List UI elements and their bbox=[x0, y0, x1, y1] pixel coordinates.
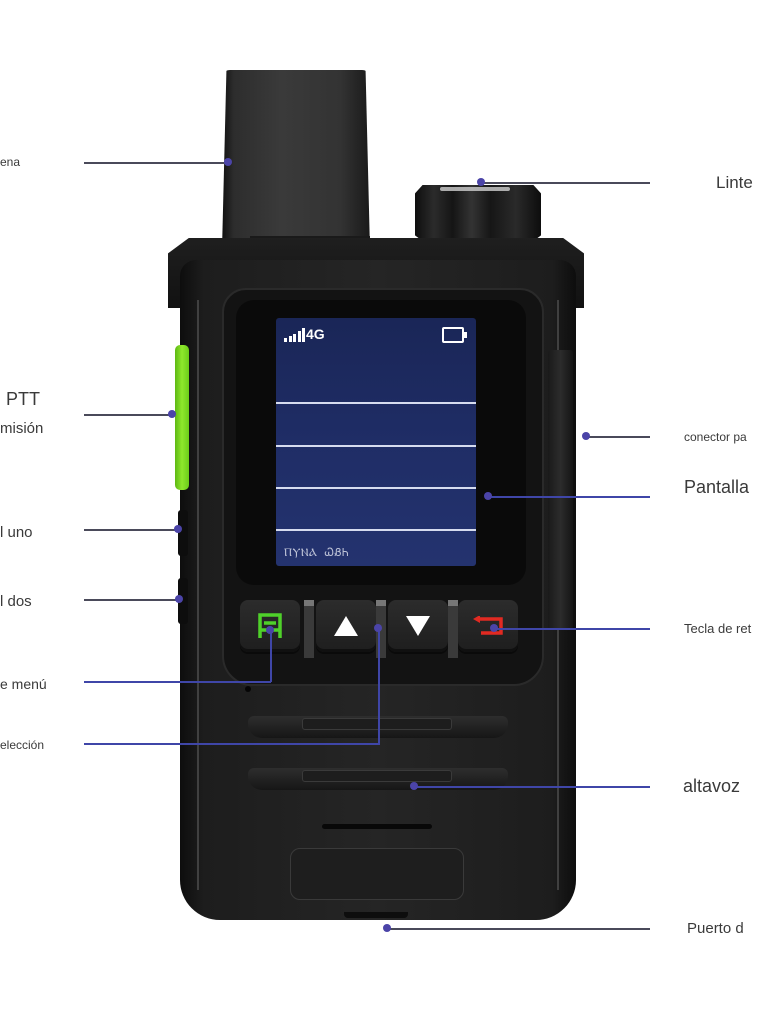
label-return-key: Tecla de ret bbox=[684, 621, 752, 636]
speaker-slot bbox=[322, 824, 432, 829]
screen-divider bbox=[276, 445, 476, 447]
back-key bbox=[458, 600, 518, 652]
up-key bbox=[316, 600, 376, 652]
leader-connector bbox=[586, 436, 650, 438]
label-ptt-title: PTT bbox=[6, 389, 40, 409]
leader-port bbox=[387, 928, 650, 930]
return-icon bbox=[473, 616, 503, 635]
network-type: 4G bbox=[306, 326, 325, 342]
label-select-keys: elección bbox=[0, 738, 45, 752]
label-ptt-sub: misión bbox=[0, 420, 44, 437]
screen-divider bbox=[276, 529, 476, 531]
label-side-key-1: l uno bbox=[0, 524, 33, 541]
leader-select-keys-vertical bbox=[378, 628, 380, 744]
accessory-connector bbox=[548, 350, 573, 630]
ptt-button bbox=[175, 345, 189, 490]
label-menu-key: e menú bbox=[0, 676, 47, 692]
flashlight-knob bbox=[415, 185, 541, 241]
leader-side-key-1 bbox=[84, 529, 178, 531]
leader-dot bbox=[175, 595, 183, 603]
side-key-1 bbox=[178, 510, 188, 556]
triangle-down-icon bbox=[406, 616, 430, 636]
microphone-hole bbox=[245, 686, 251, 692]
leader-flashlight bbox=[482, 182, 650, 184]
label-port: Puerto d bbox=[687, 920, 744, 937]
leader-ptt bbox=[84, 414, 172, 416]
leader-side-key-2 bbox=[84, 599, 179, 601]
label-antenna: ena bbox=[0, 155, 21, 169]
label-connector: conector pa bbox=[684, 430, 747, 444]
key-separator bbox=[448, 600, 458, 658]
speaker-grille-inset bbox=[302, 770, 452, 782]
speaker-grille-inset bbox=[302, 718, 452, 730]
leader-antenna bbox=[84, 162, 228, 164]
leader-dot bbox=[490, 624, 498, 632]
bottom-panel bbox=[290, 848, 464, 900]
leader-speaker bbox=[414, 786, 650, 788]
leader-menu-key bbox=[84, 681, 271, 683]
antenna bbox=[222, 70, 370, 250]
side-key-2 bbox=[178, 578, 188, 624]
display-screen: 4G ⲠⲨⲚⲀ ᏇᏰᏂ bbox=[276, 318, 476, 566]
battery-icon bbox=[442, 327, 467, 343]
label-display: Pantalla bbox=[684, 477, 750, 497]
key-separator bbox=[304, 600, 314, 658]
down-key bbox=[388, 600, 448, 652]
body-rail-left bbox=[197, 300, 199, 890]
signal-icon bbox=[284, 328, 305, 342]
label-side-key-2: l dos bbox=[0, 593, 32, 610]
leader-dot bbox=[168, 410, 176, 418]
leader-dot bbox=[477, 178, 485, 186]
leader-dot bbox=[484, 492, 492, 500]
flashlight-lens bbox=[440, 187, 510, 191]
leader-return-key bbox=[494, 628, 650, 630]
leader-dot bbox=[174, 525, 182, 533]
screen-divider bbox=[276, 402, 476, 404]
leader-select-keys bbox=[84, 743, 380, 745]
leader-display bbox=[488, 496, 650, 498]
leader-dot bbox=[374, 624, 382, 632]
screen-footer-text: ⲠⲨⲚⲀ ᏇᏰᏂ bbox=[284, 546, 350, 559]
leader-dot bbox=[383, 924, 391, 932]
screen-divider bbox=[276, 487, 476, 489]
leader-dot bbox=[582, 432, 590, 440]
screen-status-bar: 4G bbox=[284, 326, 468, 344]
label-flashlight: Linte bbox=[716, 173, 753, 192]
leader-menu-key-vertical bbox=[270, 630, 272, 682]
label-speaker: altavoz bbox=[683, 776, 741, 796]
leader-dot bbox=[224, 158, 232, 166]
triangle-up-icon bbox=[334, 616, 358, 636]
charging-port bbox=[344, 912, 408, 918]
leader-dot bbox=[266, 626, 274, 634]
leader-dot bbox=[410, 782, 418, 790]
